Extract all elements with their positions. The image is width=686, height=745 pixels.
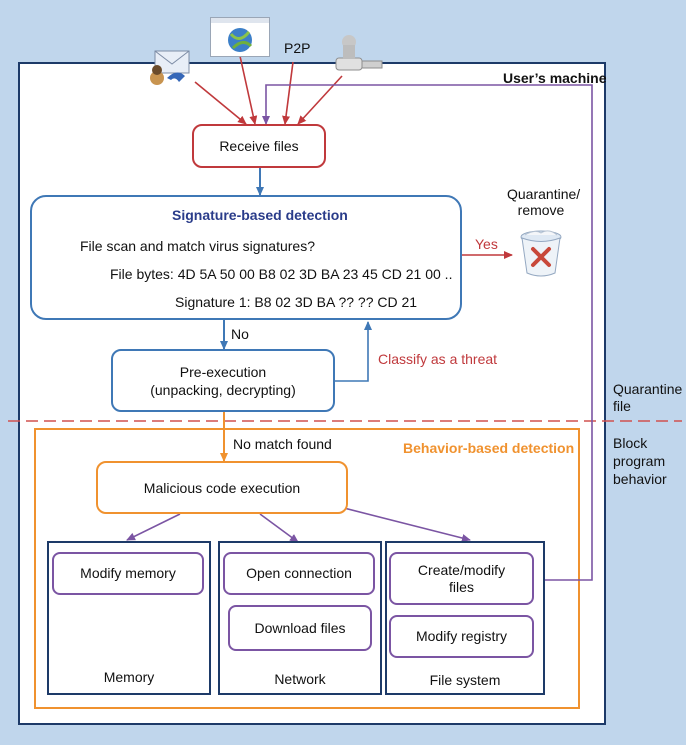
arrow-malicious-to-filesystem bbox=[339, 506, 471, 542]
quarantine-remove-label: Quarantine/ remove bbox=[507, 186, 581, 218]
arrow-p2p-to-receive bbox=[282, 61, 294, 125]
block-behavior-line-1: Block bbox=[613, 435, 648, 451]
yes-label: Yes bbox=[475, 236, 498, 252]
file-bytes-label: File bytes: bbox=[110, 266, 174, 282]
signature-pattern: Signature 1: B8 02 3D BA ?? ?? CD 21 bbox=[175, 294, 418, 310]
download-files-box: Download files bbox=[228, 605, 372, 651]
quarantine-file-label: Quarantine file bbox=[613, 381, 682, 415]
malicious-execution-box: Malicious code execution bbox=[96, 461, 348, 514]
no-match-label: No match found bbox=[233, 436, 332, 452]
open-connection-box: Open connection bbox=[223, 552, 375, 595]
filesystem-panel-title: File system bbox=[429, 672, 501, 688]
web-browser-icon bbox=[210, 17, 270, 57]
file-bytes-match: B8 02 3D BA 23 45 CD 21 bbox=[258, 266, 422, 282]
block-behavior-label: Block program behavior bbox=[613, 434, 667, 488]
file-bytes-line: File bytes: 4D 5A 50 00 B8 02 3D BA 23 4… bbox=[110, 266, 452, 282]
machine-label: User’s machine bbox=[503, 70, 607, 86]
block-behavior-line-2: program bbox=[613, 453, 666, 469]
network-panel-title: Network bbox=[274, 671, 326, 687]
preexecution-box: Pre-execution (unpacking, decrypting) bbox=[111, 349, 335, 412]
receive-files-box: Receive files bbox=[192, 124, 326, 168]
behavior-detection-frame bbox=[34, 428, 580, 709]
arrow-usb-to-receive bbox=[297, 75, 343, 125]
preexecution-title: Pre-execution bbox=[179, 364, 267, 380]
quarantine-file-line-1: Quarantine bbox=[613, 381, 683, 397]
quarantine-remove-line-2: remove bbox=[517, 202, 565, 218]
behavior-detection-title: Behavior-based detection bbox=[403, 440, 575, 456]
file-bytes-suffix: 00 .. bbox=[425, 266, 453, 282]
arrow-malicious-to-network bbox=[259, 513, 299, 543]
email-icon bbox=[145, 48, 195, 90]
modify-registry-box: Modify registry bbox=[389, 615, 534, 658]
memory-panel-title: Memory bbox=[103, 669, 155, 685]
create-modify-files-box: Create/modify files bbox=[389, 552, 534, 605]
classify-threat-label: Classify as a threat bbox=[378, 351, 498, 367]
signature-detection-box bbox=[30, 195, 462, 320]
p2p-label: P2P bbox=[284, 40, 311, 56]
preexecution-subtitle: (unpacking, decrypting) bbox=[150, 382, 296, 398]
no-label: No bbox=[231, 326, 249, 342]
quarantine-remove-line-1: Quarantine/ bbox=[507, 186, 581, 202]
arrow-web-to-receive bbox=[239, 55, 258, 125]
signature-question: File scan and match virus signatures? bbox=[80, 238, 315, 254]
usb-drive-icon bbox=[333, 28, 388, 76]
recycle-bin-icon bbox=[515, 227, 567, 279]
file-bytes-prefix: 4D 5A 50 00 bbox=[177, 266, 255, 282]
signature-detection-title: Signature-based detection bbox=[172, 207, 348, 223]
modify-memory-box: Modify memory bbox=[52, 552, 204, 595]
arrow-preexecution-to-signature bbox=[335, 321, 372, 382]
quarantine-file-line-2: file bbox=[613, 398, 631, 414]
arrow-malicious-to-memory bbox=[126, 513, 181, 541]
arrow-feedback-to-receive bbox=[262, 84, 593, 581]
arrow-email-to-receive bbox=[194, 81, 247, 125]
block-behavior-line-3: behavior bbox=[613, 471, 667, 487]
